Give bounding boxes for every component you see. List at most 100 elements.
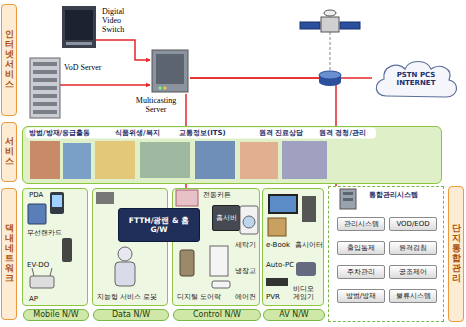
item-label: 에어컨: [235, 293, 256, 301]
item-label: 전동커튼: [203, 191, 231, 199]
section-title: 댁내네트워크: [5, 224, 14, 283]
router-base: [319, 78, 341, 86]
satellite-body: [321, 17, 339, 32]
connector: [60, 84, 150, 86]
router-body: [319, 75, 341, 82]
rack-body: [30, 58, 60, 118]
connector: [190, 77, 372, 79]
switch-front: [65, 10, 93, 40]
management-region: 통합관리시스템관리시스템 VOD/EOD 출입통제 원격검침주차관리 공조제어방범/방재…: [328, 186, 444, 322]
box-label: 주차관리: [347, 268, 375, 276]
item-label: 교통정보(ITS): [179, 129, 226, 137]
item-label: 홈시어터: [295, 241, 323, 249]
item-label: 디지털 도어락: [177, 293, 221, 301]
video-switch-icon: [62, 6, 96, 48]
cloud-shape: [376, 62, 456, 98]
label-strip: [26, 128, 376, 139]
section-label: 서비스: [1, 122, 17, 182]
system-box: 주차관리: [337, 265, 385, 279]
system-box: VOD/EOD: [389, 217, 437, 231]
item-label: 지능형 서비스 로봇: [97, 293, 157, 301]
switch-body: [62, 6, 96, 48]
item-label: EV-DO: [27, 261, 49, 269]
item-label: 냉장고: [235, 267, 256, 275]
home-gateway: FTTH/광랜 & 홈 G/W: [118, 208, 200, 242]
network-cloud: PSTN PCS INTERNET: [372, 56, 460, 102]
network-panel: Mobile N/WPDA무선랜카드EV-DOAP: [22, 188, 88, 306]
server-body: [152, 50, 188, 92]
network-heading: Data N/W: [93, 309, 169, 321]
rack-slot: [33, 102, 57, 106]
multicast-server: Multicasting Server: [150, 48, 190, 94]
box-label: 물류시스템: [396, 292, 431, 300]
switch-base: [66, 42, 92, 45]
system-box: 관리시스템: [337, 217, 385, 231]
item-label: 원격 진료상담: [259, 129, 303, 137]
item-label: Auto-PC: [266, 261, 294, 269]
section-label: 댁내네트워크: [1, 188, 17, 320]
item-label: 원격 경청/관리: [319, 129, 366, 137]
section-title: 서비스: [5, 137, 14, 167]
item-label: 비디오 게임기: [293, 285, 323, 302]
rack-slot: [33, 70, 57, 74]
system-box: 방범/방재: [337, 289, 385, 303]
network-panel: Data N/W지능형 서비스 로봇: [92, 188, 168, 306]
item-label: 방범/방재/응급출동: [29, 129, 90, 137]
item-label: 통합관리시스템: [369, 191, 418, 199]
section-title: 단지통합관리: [452, 224, 461, 283]
box-label: 출입통제: [347, 244, 375, 252]
item-label: 식품위생/복지: [115, 129, 160, 137]
box-label: PSTN PCS INTERNET: [396, 71, 436, 88]
network-panel: AV N/We-Book홈시어터Auto-PCPVR비디오 게임기: [262, 188, 324, 306]
box-label: 공조제어: [399, 268, 427, 276]
box-label: 방범/방재: [346, 292, 376, 300]
item-label: e-Book: [266, 241, 290, 249]
radio-link: [330, 32, 331, 70]
rack-slot: [33, 62, 57, 66]
vod-rack-icon: [30, 58, 60, 118]
status-light: [159, 87, 162, 90]
item-label: PDA: [29, 191, 43, 199]
satellite-icon: [300, 10, 360, 70]
rack-slot: [33, 86, 57, 90]
status-light: [164, 87, 167, 90]
section-label: 인터넷서비스: [1, 4, 17, 116]
box-label: FTTH/광랜 & 홈 G/W: [122, 216, 196, 234]
rack-slot: [33, 94, 57, 98]
service-band: 방범/방재/응급출동 식품위생/복지 교통정보(ITS) 원격 진료상담 원격 경청/관…: [22, 126, 442, 184]
item-label: VoD Server: [64, 64, 101, 73]
connector: [96, 40, 150, 60]
item-label: AP: [29, 295, 38, 303]
network-heading: Mobile N/W: [23, 309, 89, 321]
section-label: 단지통합관리: [448, 186, 464, 322]
item-label: Digital Video Switch: [102, 8, 142, 34]
box-label: 홈서버: [216, 214, 237, 222]
home-server: 홈서버: [212, 205, 240, 231]
solar-panel: [340, 22, 360, 29]
item-label: Multicasting Server: [132, 97, 180, 115]
rack-slot: [33, 110, 57, 114]
section-title: 인터넷서비스: [5, 30, 14, 89]
router-icon: [319, 71, 341, 86]
satellite-dish: [324, 10, 336, 16]
rack-slot: [33, 78, 57, 82]
item-label: 세탁기: [235, 241, 256, 249]
network-heading: AV N/W: [263, 309, 325, 321]
router-top: [319, 71, 341, 79]
box-label: 원격검침: [399, 244, 427, 252]
item-label: PVR: [266, 293, 280, 301]
system-box: 원격검침: [389, 241, 437, 255]
multicast-server-icon: [152, 50, 188, 92]
network-heading: Control N/W: [173, 309, 261, 321]
solar-panel: [300, 22, 320, 29]
system-box: 출입통제: [337, 241, 385, 255]
system-box: 물류시스템: [389, 289, 437, 303]
vod-server: VoD Server: [30, 58, 60, 118]
item-label: 무선랜카드: [27, 229, 62, 237]
box-label: 관리시스템: [344, 220, 379, 228]
server-front: [156, 54, 184, 84]
box-label: VOD/EOD: [396, 220, 429, 228]
system-box: 공조제어: [389, 265, 437, 279]
video-switch: Digital Video Switch: [62, 6, 96, 48]
